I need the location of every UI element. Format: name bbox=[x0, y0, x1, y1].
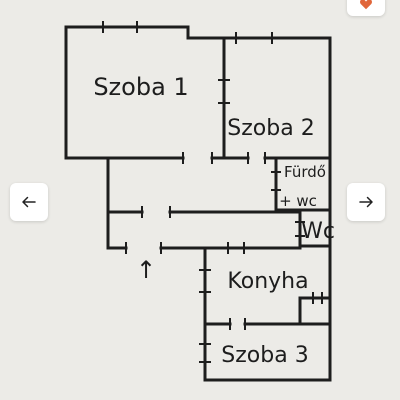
entrance-arrow-icon: ↑ bbox=[136, 256, 156, 284]
wall-pantry bbox=[298, 296, 332, 326]
room-label-furdo-wc: + wc bbox=[279, 192, 317, 210]
room-label-wc: Wc bbox=[301, 219, 335, 244]
room-label-konyha: Konyha bbox=[227, 269, 308, 294]
previous-image-button[interactable] bbox=[10, 183, 48, 221]
favorite-button[interactable] bbox=[347, 0, 385, 16]
wall-corridor-left bbox=[106, 156, 128, 250]
arrow-left-icon bbox=[22, 196, 36, 208]
room-label-szoba2: Szoba 2 bbox=[227, 116, 314, 141]
room-label-szoba3: Szoba 3 bbox=[221, 343, 308, 368]
walls bbox=[64, 25, 332, 382]
room-label-szoba1: Szoba 1 bbox=[93, 73, 188, 101]
arrow-right-icon bbox=[359, 196, 373, 208]
wall-outer-top-right bbox=[186, 25, 332, 40]
heart-icon bbox=[360, 0, 372, 10]
next-image-button[interactable] bbox=[347, 183, 385, 221]
door-ticks bbox=[102, 21, 323, 363]
room-label-furdo: Fürdő bbox=[284, 163, 326, 181]
